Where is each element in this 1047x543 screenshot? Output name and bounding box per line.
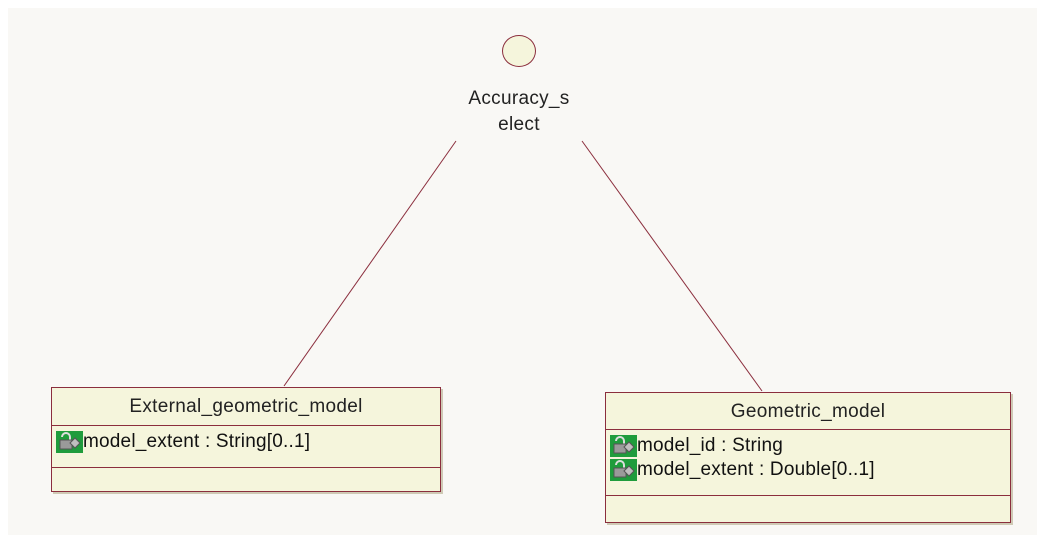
operation-compartment — [52, 468, 440, 491]
class-external-geometric-model[interactable]: External_geometric_model model_extent : … — [51, 387, 441, 492]
attribute-row[interactable]: model_extent : String[0..1] — [52, 430, 440, 454]
interface-name-line1: Accuracy_s — [468, 88, 570, 109]
interface-label: Accuracy_s elect — [440, 86, 598, 138]
class-name: Geometric_model — [606, 393, 1010, 430]
interface-name-line2: elect — [498, 114, 540, 135]
class-name: External_geometric_model — [52, 388, 440, 426]
protected-attribute-icon — [610, 459, 637, 481]
attribute-text: model_id : String — [637, 435, 783, 456]
protected-attribute-icon — [56, 431, 83, 453]
protected-attribute-icon — [610, 435, 637, 457]
attribute-row[interactable]: model_extent : Double[0..1] — [606, 458, 1010, 482]
operation-compartment — [606, 496, 1010, 522]
association-line-geometric[interactable] — [581, 140, 763, 392]
attribute-text: model_extent : String[0..1] — [83, 431, 311, 452]
attribute-row[interactable]: model_id : String — [606, 434, 1010, 458]
class-geometric-model[interactable]: Geometric_model model_id : String model_… — [605, 392, 1011, 523]
interface-circle-icon[interactable] — [502, 35, 536, 67]
attribute-text: model_extent : Double[0..1] — [637, 459, 875, 480]
attribute-compartment: model_id : String model_extent : Double[… — [606, 430, 1010, 496]
attribute-compartment: model_extent : String[0..1] — [52, 426, 440, 468]
association-line-external[interactable] — [283, 140, 457, 387]
